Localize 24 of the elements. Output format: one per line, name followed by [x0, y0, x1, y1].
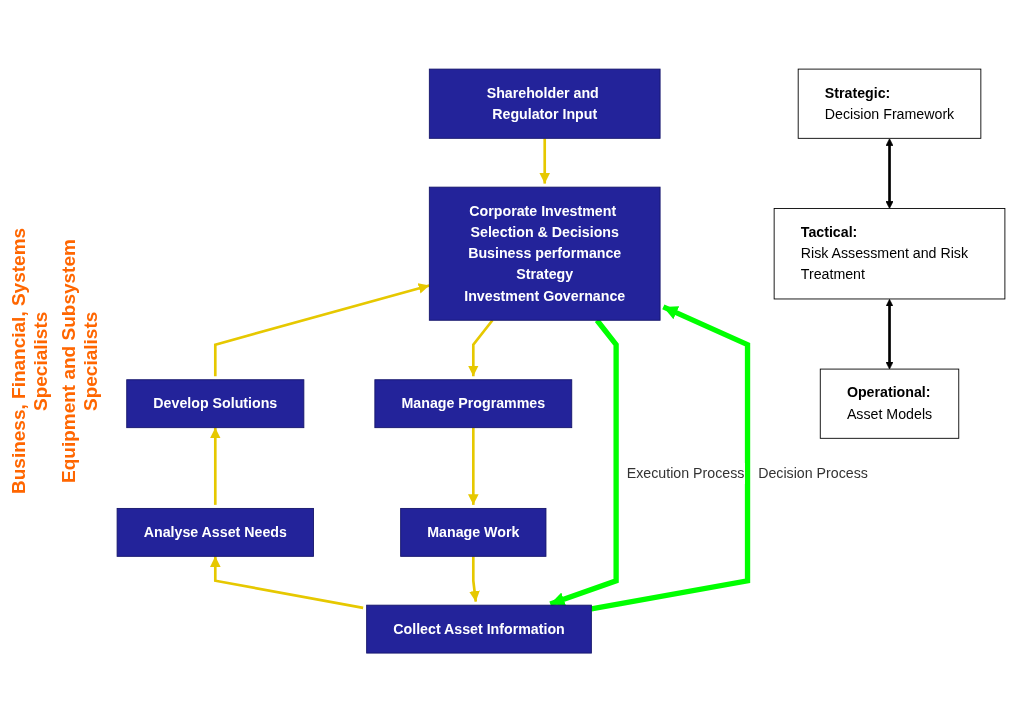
node-box: Corporate Investment Selection & Decisions Business performance Strategy Investment Governance: [428, 186, 661, 321]
node-box: Manage Programmes: [374, 379, 573, 428]
edge-label: Execution Process: [626, 465, 745, 481]
arrow: [209, 427, 221, 505]
arrow: [468, 319, 494, 377]
group-label: Business, Financial, Systems Specialists: [8, 226, 52, 497]
arrow: [209, 556, 364, 610]
group-label: Equipment and Subsystem Specialists: [58, 238, 102, 485]
node-box: Analyse Asset Needs: [116, 507, 314, 557]
arrow: [590, 304, 751, 612]
arrow: [468, 427, 479, 505]
node-box: Shareholder and Regulator Input: [428, 68, 661, 139]
node-box: Tactical: Risk Assessment and Risk Treatment: [773, 207, 1006, 300]
arrow: [885, 298, 894, 370]
node-box: Operational: Asset Models: [819, 368, 960, 439]
node-box: Collect Asset Information: [366, 604, 592, 654]
arrow: [469, 556, 480, 602]
node-box: Manage Work: [400, 507, 547, 557]
arrow: [213, 283, 430, 377]
node-box: Strategic: Decision Framework: [797, 68, 982, 139]
arrow: [539, 138, 551, 184]
arrow: [885, 138, 894, 209]
edge-label: Decision Process: [758, 465, 868, 481]
node-box: Develop Solutions: [126, 379, 305, 428]
